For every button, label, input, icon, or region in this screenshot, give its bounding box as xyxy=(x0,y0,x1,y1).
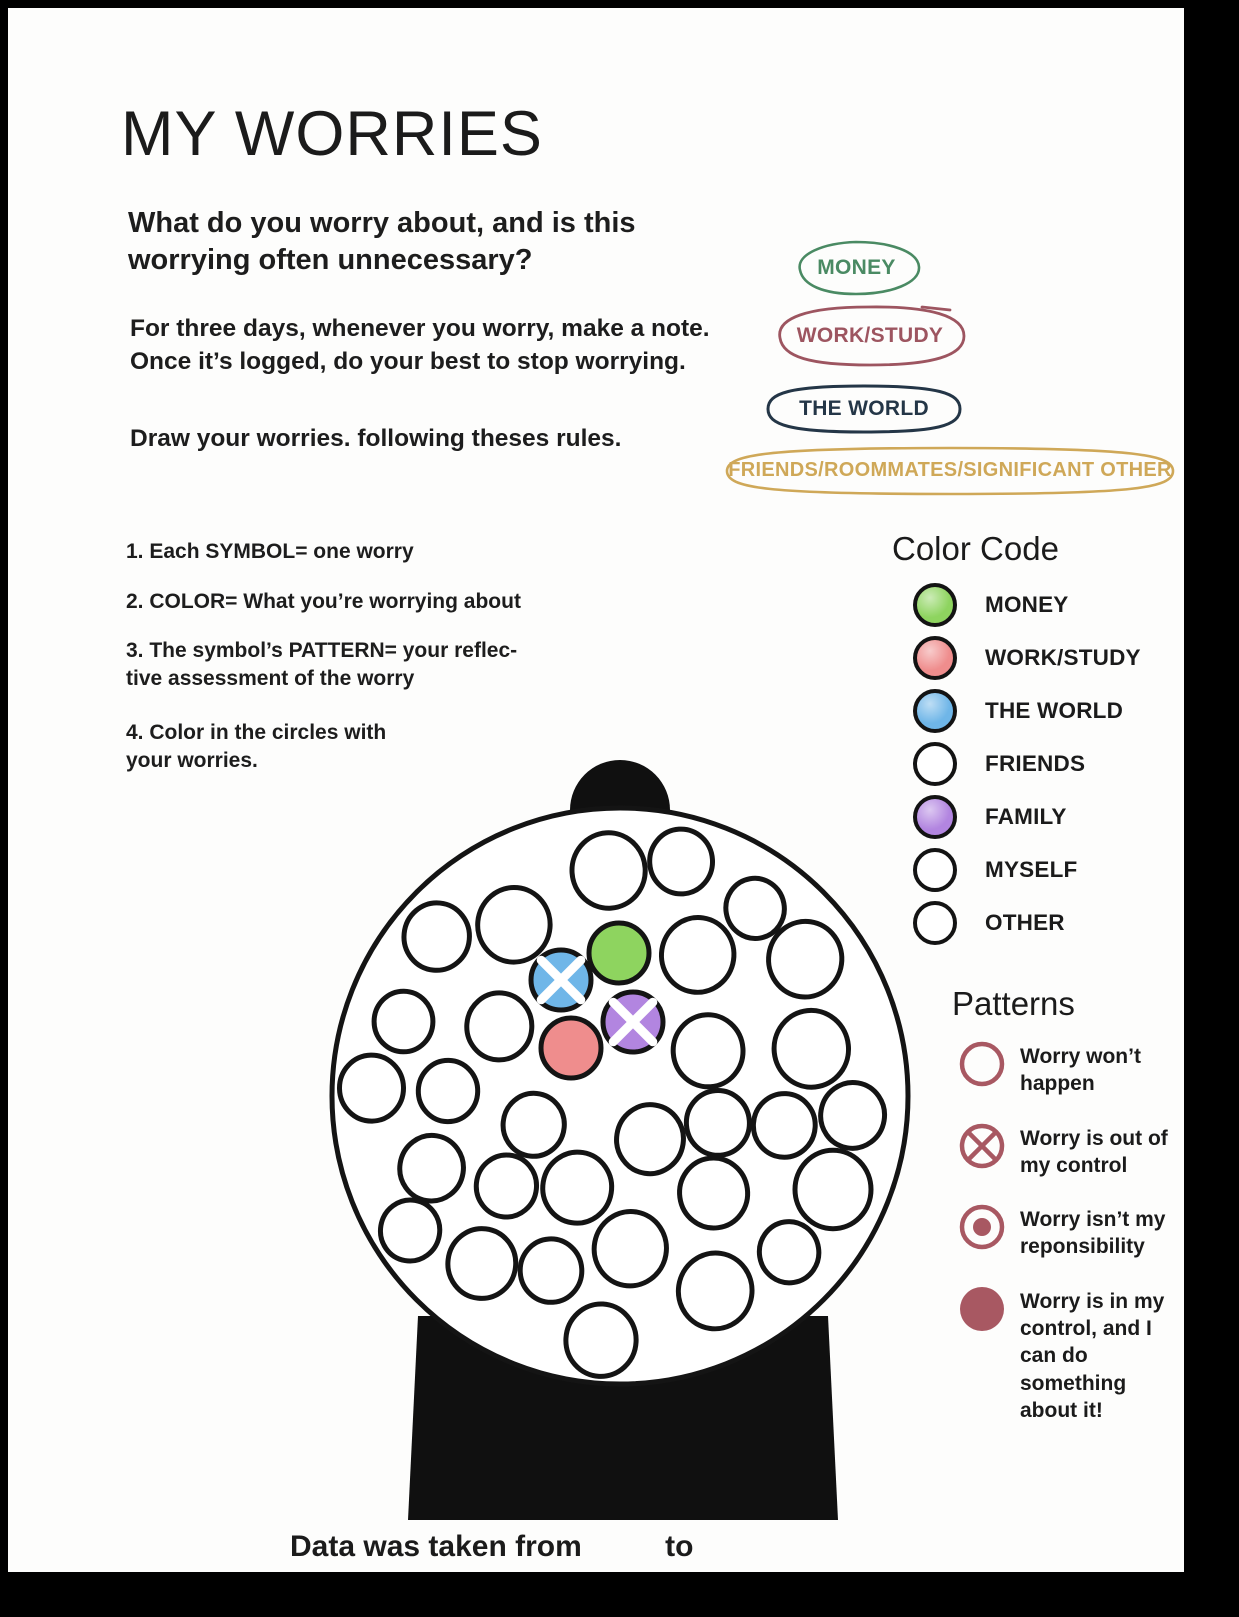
worry-circle-blank[interactable] xyxy=(415,1057,481,1125)
worry-circle-blank[interactable] xyxy=(569,830,648,911)
rule-item: 1. Each SYMBOL= one worry xyxy=(126,540,414,563)
worry-circle-blank[interactable] xyxy=(563,1301,639,1379)
worksheet-sheet: MY WORRIES What do you worry about, and … xyxy=(8,8,1184,1572)
worry-circle-blank[interactable] xyxy=(675,1154,752,1232)
gumball-machine-graphic xyxy=(329,760,911,1520)
color-code-label: MYSELF xyxy=(985,856,1078,882)
pattern-row: Worry is in my control, and I can do som… xyxy=(956,1283,1184,1424)
worry-circle-blank[interactable] xyxy=(395,1131,468,1206)
patterns-list: Worry won’t happen Worry is out of my co… xyxy=(956,1038,1184,1446)
color-code-label: FAMILY xyxy=(985,803,1067,829)
rules-list: 1. Each SYMBOL= one worry 2. COLOR= What… xyxy=(126,538,596,796)
color-swatch-friends xyxy=(913,741,957,786)
worry-circle-filled[interactable] xyxy=(586,920,652,986)
category-oval-money: MONEY xyxy=(790,240,923,296)
worry-circle-blank[interactable] xyxy=(792,1147,874,1232)
worry-circle-blank[interactable] xyxy=(816,1078,890,1154)
worry-circle-blank[interactable] xyxy=(336,1052,407,1124)
category-oval-friends: FRIENDS/ROOMMATES/SIGNIFICANT OTHER xyxy=(724,444,1176,496)
gumball-circles xyxy=(336,826,890,1379)
color-code-label: OTHER xyxy=(985,909,1065,935)
instructions-paragraph-1: For three days, whenever you worry, make… xyxy=(130,315,710,375)
worry-circle-blank[interactable] xyxy=(474,884,553,965)
crossed-circle-icon xyxy=(956,1120,1008,1172)
worry-circle-blank[interactable] xyxy=(588,1206,672,1292)
lede-question: What do you worry about, and is this wor… xyxy=(128,207,636,276)
data-range-caption: Data was taken from to xyxy=(290,1530,694,1563)
color-code-label: MONEY xyxy=(985,591,1069,617)
worry-circle-blank[interactable] xyxy=(517,1236,585,1305)
pattern-label: Worry isn’t my reponsibility xyxy=(1020,1208,1166,1259)
rule-item: 2. COLOR= What you’re worrying about xyxy=(126,589,521,613)
machine-knob xyxy=(570,760,670,816)
worry-circle-blank[interactable] xyxy=(444,1225,519,1302)
pattern-label: Worry is in my control, and I can do som… xyxy=(1020,1289,1165,1422)
worry-circle-filled[interactable] xyxy=(538,1015,604,1081)
rule-item: 3. The symbol’s PATTERN= your reflec- ti… xyxy=(126,639,518,691)
color-code-row: FAMILY xyxy=(913,790,1141,843)
color-swatch-money xyxy=(913,582,957,627)
pattern-row: Worry isn’t my reponsibility xyxy=(956,1201,1184,1261)
worry-circle-blank[interactable] xyxy=(683,1088,752,1158)
pattern-label: Worry won’t happen xyxy=(1020,1045,1141,1096)
gumball-machine xyxy=(308,738,938,1538)
color-code-label: THE WORLD xyxy=(985,697,1124,723)
color-code-row: THE WORLD xyxy=(913,684,1141,737)
worry-circle-blank[interactable] xyxy=(647,826,716,897)
patterns-heading: Patterns xyxy=(952,985,1075,1022)
worry-circle-blank[interactable] xyxy=(473,1152,540,1220)
color-code-row: WORK/STUDY xyxy=(913,631,1141,684)
color-swatch-myself xyxy=(913,847,957,892)
worry-circle-blank[interactable] xyxy=(770,1007,852,1091)
color-code-label: WORK/STUDY xyxy=(985,644,1141,670)
category-oval-work-study: WORK/STUDY xyxy=(772,304,968,368)
color-code-row: MYSELF xyxy=(913,843,1141,896)
worry-circle-filled[interactable] xyxy=(528,947,594,1013)
color-code-label: FRIENDS xyxy=(985,750,1086,776)
instructions-paragraph-2: Draw your worries. following theses rule… xyxy=(130,425,622,452)
worry-circle-blank[interactable] xyxy=(764,917,847,1002)
worry-circle-blank[interactable] xyxy=(376,1195,445,1265)
worry-circle-blank[interactable] xyxy=(537,1147,616,1228)
pattern-row: Worry won’t happen xyxy=(956,1038,1184,1098)
color-code-row: FRIENDS xyxy=(913,737,1141,790)
page-title: MY WORRIES xyxy=(121,99,543,169)
color-swatch-the-world xyxy=(913,688,957,733)
worry-circle-blank[interactable] xyxy=(673,1248,757,1334)
color-code-list: MONEY WORK/STUDY THE WORLD FRIENDS FAMIL… xyxy=(913,578,1141,949)
pattern-row: Worry is out of my control xyxy=(956,1120,1184,1180)
color-swatch-other xyxy=(913,900,957,945)
rule-item: 4. Color in the circles with your worrie… xyxy=(126,720,387,772)
worry-circle-blank[interactable] xyxy=(612,1100,689,1179)
worry-circle-blank[interactable] xyxy=(500,1090,567,1159)
color-swatch-work-study xyxy=(913,635,957,680)
color-code-heading: Color Code xyxy=(892,530,1059,567)
color-swatch-family xyxy=(913,794,957,839)
color-code-row: OTHER xyxy=(913,896,1141,949)
worry-circle-blank[interactable] xyxy=(401,900,473,974)
worry-circle-blank[interactable] xyxy=(755,1217,823,1287)
worry-circle-filled[interactable] xyxy=(600,989,666,1055)
open-circle-icon xyxy=(956,1038,1008,1090)
worry-circle-blank[interactable] xyxy=(464,990,535,1063)
worry-circle-blank[interactable] xyxy=(371,988,436,1055)
filled-circle-icon xyxy=(956,1283,1008,1335)
worry-circle-blank[interactable] xyxy=(721,874,789,943)
worry-circle-blank[interactable] xyxy=(656,913,739,998)
category-oval-the-world: THE WORLD xyxy=(764,383,964,435)
pattern-label: Worry is out of my control xyxy=(1020,1126,1168,1177)
color-code-row: MONEY xyxy=(913,578,1141,631)
worry-circle-blank[interactable] xyxy=(670,1012,746,1090)
bullseye-circle-icon xyxy=(956,1201,1008,1253)
worry-circle-blank[interactable] xyxy=(750,1091,818,1160)
